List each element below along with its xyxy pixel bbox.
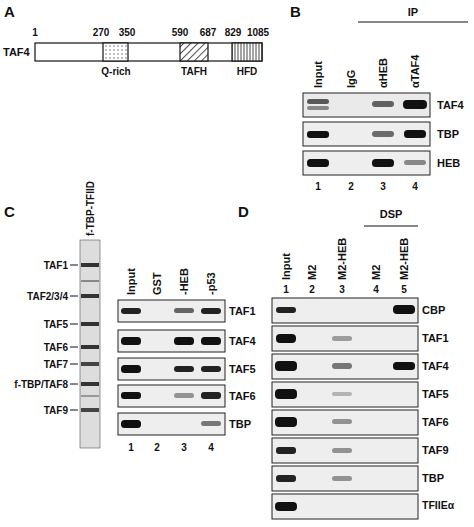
figure-label: CBP [422,304,445,316]
figure-label: 3 [339,284,345,295]
figure-label: 4 [412,181,418,192]
figure-label: D [238,204,249,221]
figure-label: M2 [306,265,318,280]
figure-label: 4 [373,284,379,295]
figure-label: TAF6 [44,342,68,353]
western-blot [272,298,418,519]
figure-label: TAF5 [229,363,256,375]
figure-label: C [4,204,15,221]
figure-label: TFIIEα [422,500,454,512]
figure-label: TAF4 [229,335,256,347]
figure-label: 350 [119,27,136,38]
figure-label: 1 [315,181,321,192]
figure-label: TBP [422,472,444,484]
figure-label: TAF5 [44,319,68,330]
figure-label: f-TBP-TFIID [85,181,96,236]
figure-label: TAF6 [229,390,256,402]
western-blot [303,93,430,175]
figure-label: TAF6 [422,416,449,428]
figure-label: TAF7 [44,359,68,370]
figure-label: TAF1 [44,260,68,271]
figure-label: Input [312,61,324,88]
figure-label: 2 [348,181,354,192]
figure-label: A [4,4,15,21]
figure-label: HEB [437,157,460,169]
figure-label: 829 [225,27,242,38]
figure-label: TBP [437,128,459,140]
figure-label: αTAF4 [409,55,421,88]
figure-label: M2-HEB [398,238,410,280]
figure-label: Input [280,253,292,280]
figure-label: αHEB [377,58,389,88]
gel-lane [80,240,100,448]
figure-label: f-TBP/TAF8 [14,379,68,390]
figure-label: 1 [128,442,134,453]
figure-label: -p53 [205,272,217,295]
figure-label: Input [125,268,137,295]
figure-label: IgG [345,70,357,88]
figure-label: 590 [172,27,189,38]
figure-label: 1 [32,27,38,38]
leader-line [70,265,78,410]
figure-label: TAF4 [3,46,30,58]
figure-label: 3 [181,442,187,453]
figure-label: 687 [200,27,217,38]
figure-label: 270 [93,27,110,38]
figure-label: 4 [208,442,214,453]
figure-label: DSP [380,208,403,220]
domain-bar [35,43,262,61]
figure-label: TAF9 [44,405,68,416]
figure-label: TAF5 [422,388,449,400]
figure-label: TAF4 [437,99,464,111]
figure-label: HFD [237,66,258,77]
figure-label: 1085 [247,27,269,38]
figure-label: TAF2/3/4 [27,291,68,302]
figure-label: 3 [380,181,386,192]
figure-label: TAFH [181,66,207,77]
bracket-line [364,225,418,226]
figure-label: TAF9 [422,444,449,456]
bracket-line [358,21,468,22]
figure-label: 2 [154,442,160,453]
figure-label: Q-rich [101,66,130,77]
western-blot [118,300,225,435]
figure-label: TAF1 [229,305,256,317]
figure-label: B [290,4,301,21]
figure-label: TAF4 [422,360,449,372]
figure-label: M2-HEB [336,238,348,280]
figure-label: M2 [370,265,382,280]
figure-label: TAF1 [422,332,449,344]
figure-label: 1 [283,284,289,295]
figure-label: 2 [309,284,315,295]
figure-label: IP [408,6,418,18]
figure-label: 5 [401,284,407,295]
figure-label: -HEB [178,268,190,295]
figure-label: TBP [229,418,251,430]
figure-label: GST [151,272,163,295]
